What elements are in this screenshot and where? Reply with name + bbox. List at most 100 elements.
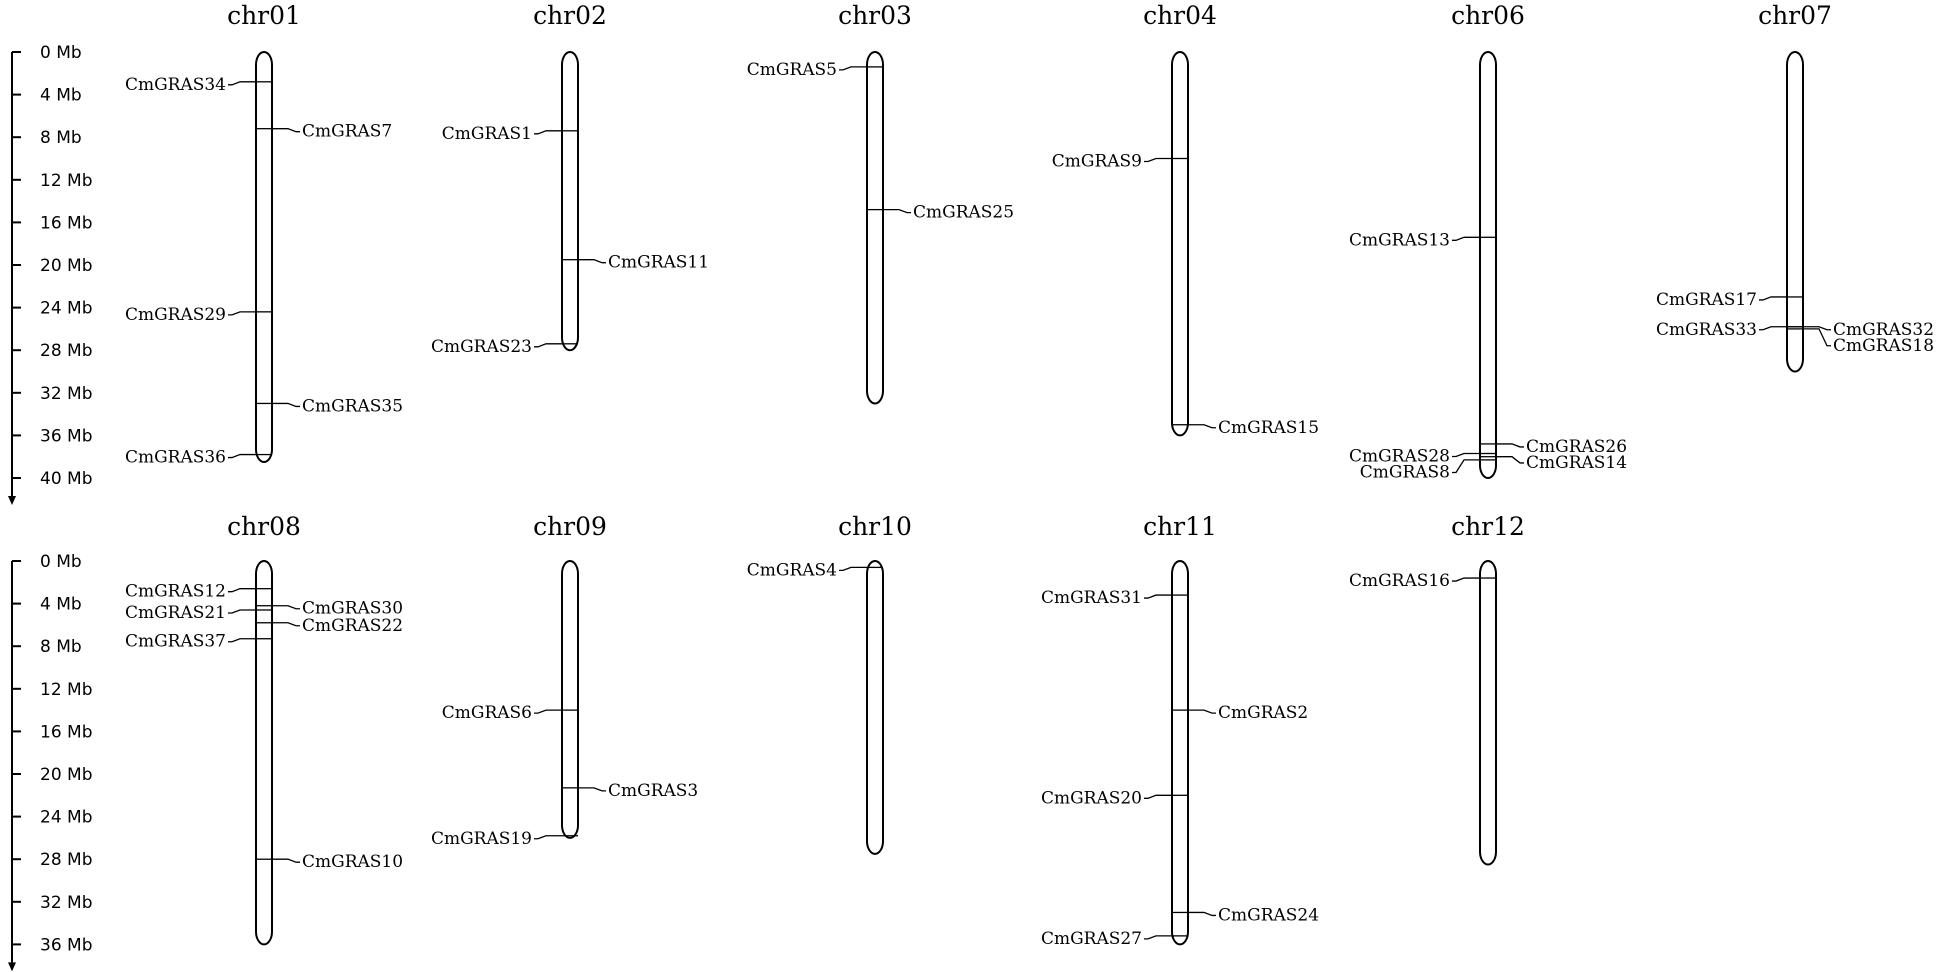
- gene-label: CmGRAS8: [1360, 463, 1450, 483]
- scale-tick-label: 36 Mb: [40, 426, 93, 446]
- chromosome-title: chr03: [838, 1, 912, 30]
- scale-tick-label: 32 Mb: [40, 893, 93, 913]
- gene-leader-line: [1496, 456, 1524, 464]
- scale-tick-label: 20 Mb: [40, 256, 93, 276]
- gene-label: CmGRAS27: [1041, 929, 1142, 949]
- chromosome-title: chr10: [838, 512, 912, 541]
- chromosome-title: chr11: [1143, 512, 1217, 541]
- scale-tick-label: 32 Mb: [40, 384, 93, 404]
- gene-label: CmGRAS5: [747, 60, 837, 80]
- chromosome-body: [561, 560, 579, 839]
- gene-leader-line: [272, 622, 300, 627]
- scale-tick-label: 8 Mb: [40, 128, 82, 148]
- gene-leader-line: [1188, 911, 1216, 917]
- gene-leader-line: [228, 609, 256, 614]
- chromosome-body: [1479, 560, 1497, 866]
- gene-label: CmGRAS29: [125, 305, 226, 325]
- chromosome-body: [561, 51, 579, 352]
- scale-tick-label: 12 Mb: [40, 680, 93, 700]
- gene-leader-line: [272, 128, 300, 133]
- gene-leader-line: [1452, 452, 1480, 458]
- gene-label: CmGRAS20: [1041, 788, 1142, 808]
- chromosome-title: chr09: [533, 512, 607, 541]
- chromosome-title: chr08: [227, 512, 301, 541]
- chromosome-body: [255, 51, 273, 464]
- gene-leader-line: [1144, 157, 1172, 163]
- chromosome-body: [1786, 51, 1804, 373]
- gene-leader-line: [839, 566, 867, 572]
- scale-tick-label: 16 Mb: [40, 213, 93, 233]
- gene-leader-line: [534, 130, 562, 135]
- gene-label: CmGRAS37: [125, 632, 226, 652]
- gene-leader-line: [1188, 709, 1216, 714]
- gene-leader-line: [228, 588, 256, 593]
- scale-tick-label: 8 Mb: [40, 637, 82, 657]
- gene-label: CmGRAS1: [442, 124, 532, 144]
- gene-label: CmGRAS14: [1526, 453, 1627, 473]
- gene-leader-line: [1188, 424, 1216, 429]
- gene-label: CmGRAS28: [1349, 447, 1450, 467]
- scale-axis-arrow: [8, 496, 16, 505]
- gene-leader-line: [1144, 935, 1172, 940]
- scale-tick-label: 24 Mb: [40, 299, 93, 319]
- chromosome-title: chr02: [533, 1, 607, 30]
- chromosome-title: chr06: [1451, 1, 1525, 30]
- chromosome-body: [866, 560, 884, 855]
- scale-tick-label: 28 Mb: [40, 850, 93, 870]
- gene-label: CmGRAS21: [125, 603, 226, 623]
- gene-label: CmGRAS9: [1052, 152, 1142, 172]
- chromosome-body: [255, 560, 273, 946]
- gene-label: CmGRAS10: [302, 852, 403, 872]
- scale-tick-label: 20 Mb: [40, 765, 93, 785]
- gene-label: CmGRAS32: [1833, 320, 1934, 340]
- scale-tick-label: 4 Mb: [40, 595, 82, 615]
- gene-leader-line: [272, 858, 300, 863]
- gene-leader-line: [534, 709, 562, 714]
- chromosome-title: chr01: [227, 1, 301, 30]
- gene-leader-line: [883, 208, 911, 214]
- gene-label: CmGRAS25: [913, 203, 1014, 223]
- gene-leader-line: [578, 259, 606, 264]
- chromosome-body: [1479, 51, 1497, 479]
- gene-leader-line: [228, 81, 256, 86]
- gene-leader-line: [272, 402, 300, 408]
- gene-leader-line: [839, 66, 867, 71]
- gene-label: CmGRAS3: [608, 781, 698, 801]
- gene-leader-line: [1452, 577, 1480, 582]
- scale-tick-label: 28 Mb: [40, 341, 93, 361]
- scale-tick-label: 40 Mb: [40, 469, 93, 489]
- gene-label: CmGRAS11: [608, 253, 709, 273]
- gene-label: CmGRAS35: [302, 396, 403, 416]
- gene-label: CmGRAS31: [1041, 588, 1142, 608]
- gene-label: CmGRAS15: [1218, 418, 1319, 438]
- gene-leader-line: [228, 311, 256, 316]
- chromosome-title: chr04: [1143, 1, 1217, 30]
- chromosome-body: [1171, 560, 1189, 946]
- chromosome-body: [866, 51, 884, 405]
- gene-leader-line: [1759, 296, 1787, 301]
- scale-tick-label: 24 Mb: [40, 808, 93, 828]
- gene-label: CmGRAS36: [125, 448, 226, 468]
- gene-label: CmGRAS30: [302, 599, 403, 619]
- gene-leader-line: [1759, 326, 1787, 331]
- gene-label: CmGRAS12: [125, 582, 226, 602]
- gene-label: CmGRAS24: [1218, 905, 1319, 925]
- scale-tick-label: 4 Mb: [40, 86, 82, 106]
- chromosome-title: chr07: [1758, 1, 1832, 30]
- gene-label: CmGRAS7: [302, 122, 392, 142]
- gene-leader-line: [534, 835, 562, 840]
- gene-label: CmGRAS2: [1218, 703, 1308, 723]
- gene-label: CmGRAS18: [1833, 336, 1934, 356]
- gene-label: CmGRAS17: [1656, 290, 1757, 310]
- gene-label: CmGRAS4: [747, 560, 837, 580]
- gene-leader-line: [228, 638, 256, 643]
- gene-leader-line: [578, 787, 606, 792]
- gene-leader-line: [228, 453, 256, 459]
- gene-label: CmGRAS6: [442, 703, 532, 723]
- gene-label: CmGRAS19: [431, 829, 532, 849]
- gene-leader-line: [1144, 794, 1172, 799]
- scale-tick-label: 0 Mb: [40, 43, 82, 63]
- scale-axis-arrow: [8, 962, 16, 972]
- gene-leader-line: [1803, 326, 1831, 331]
